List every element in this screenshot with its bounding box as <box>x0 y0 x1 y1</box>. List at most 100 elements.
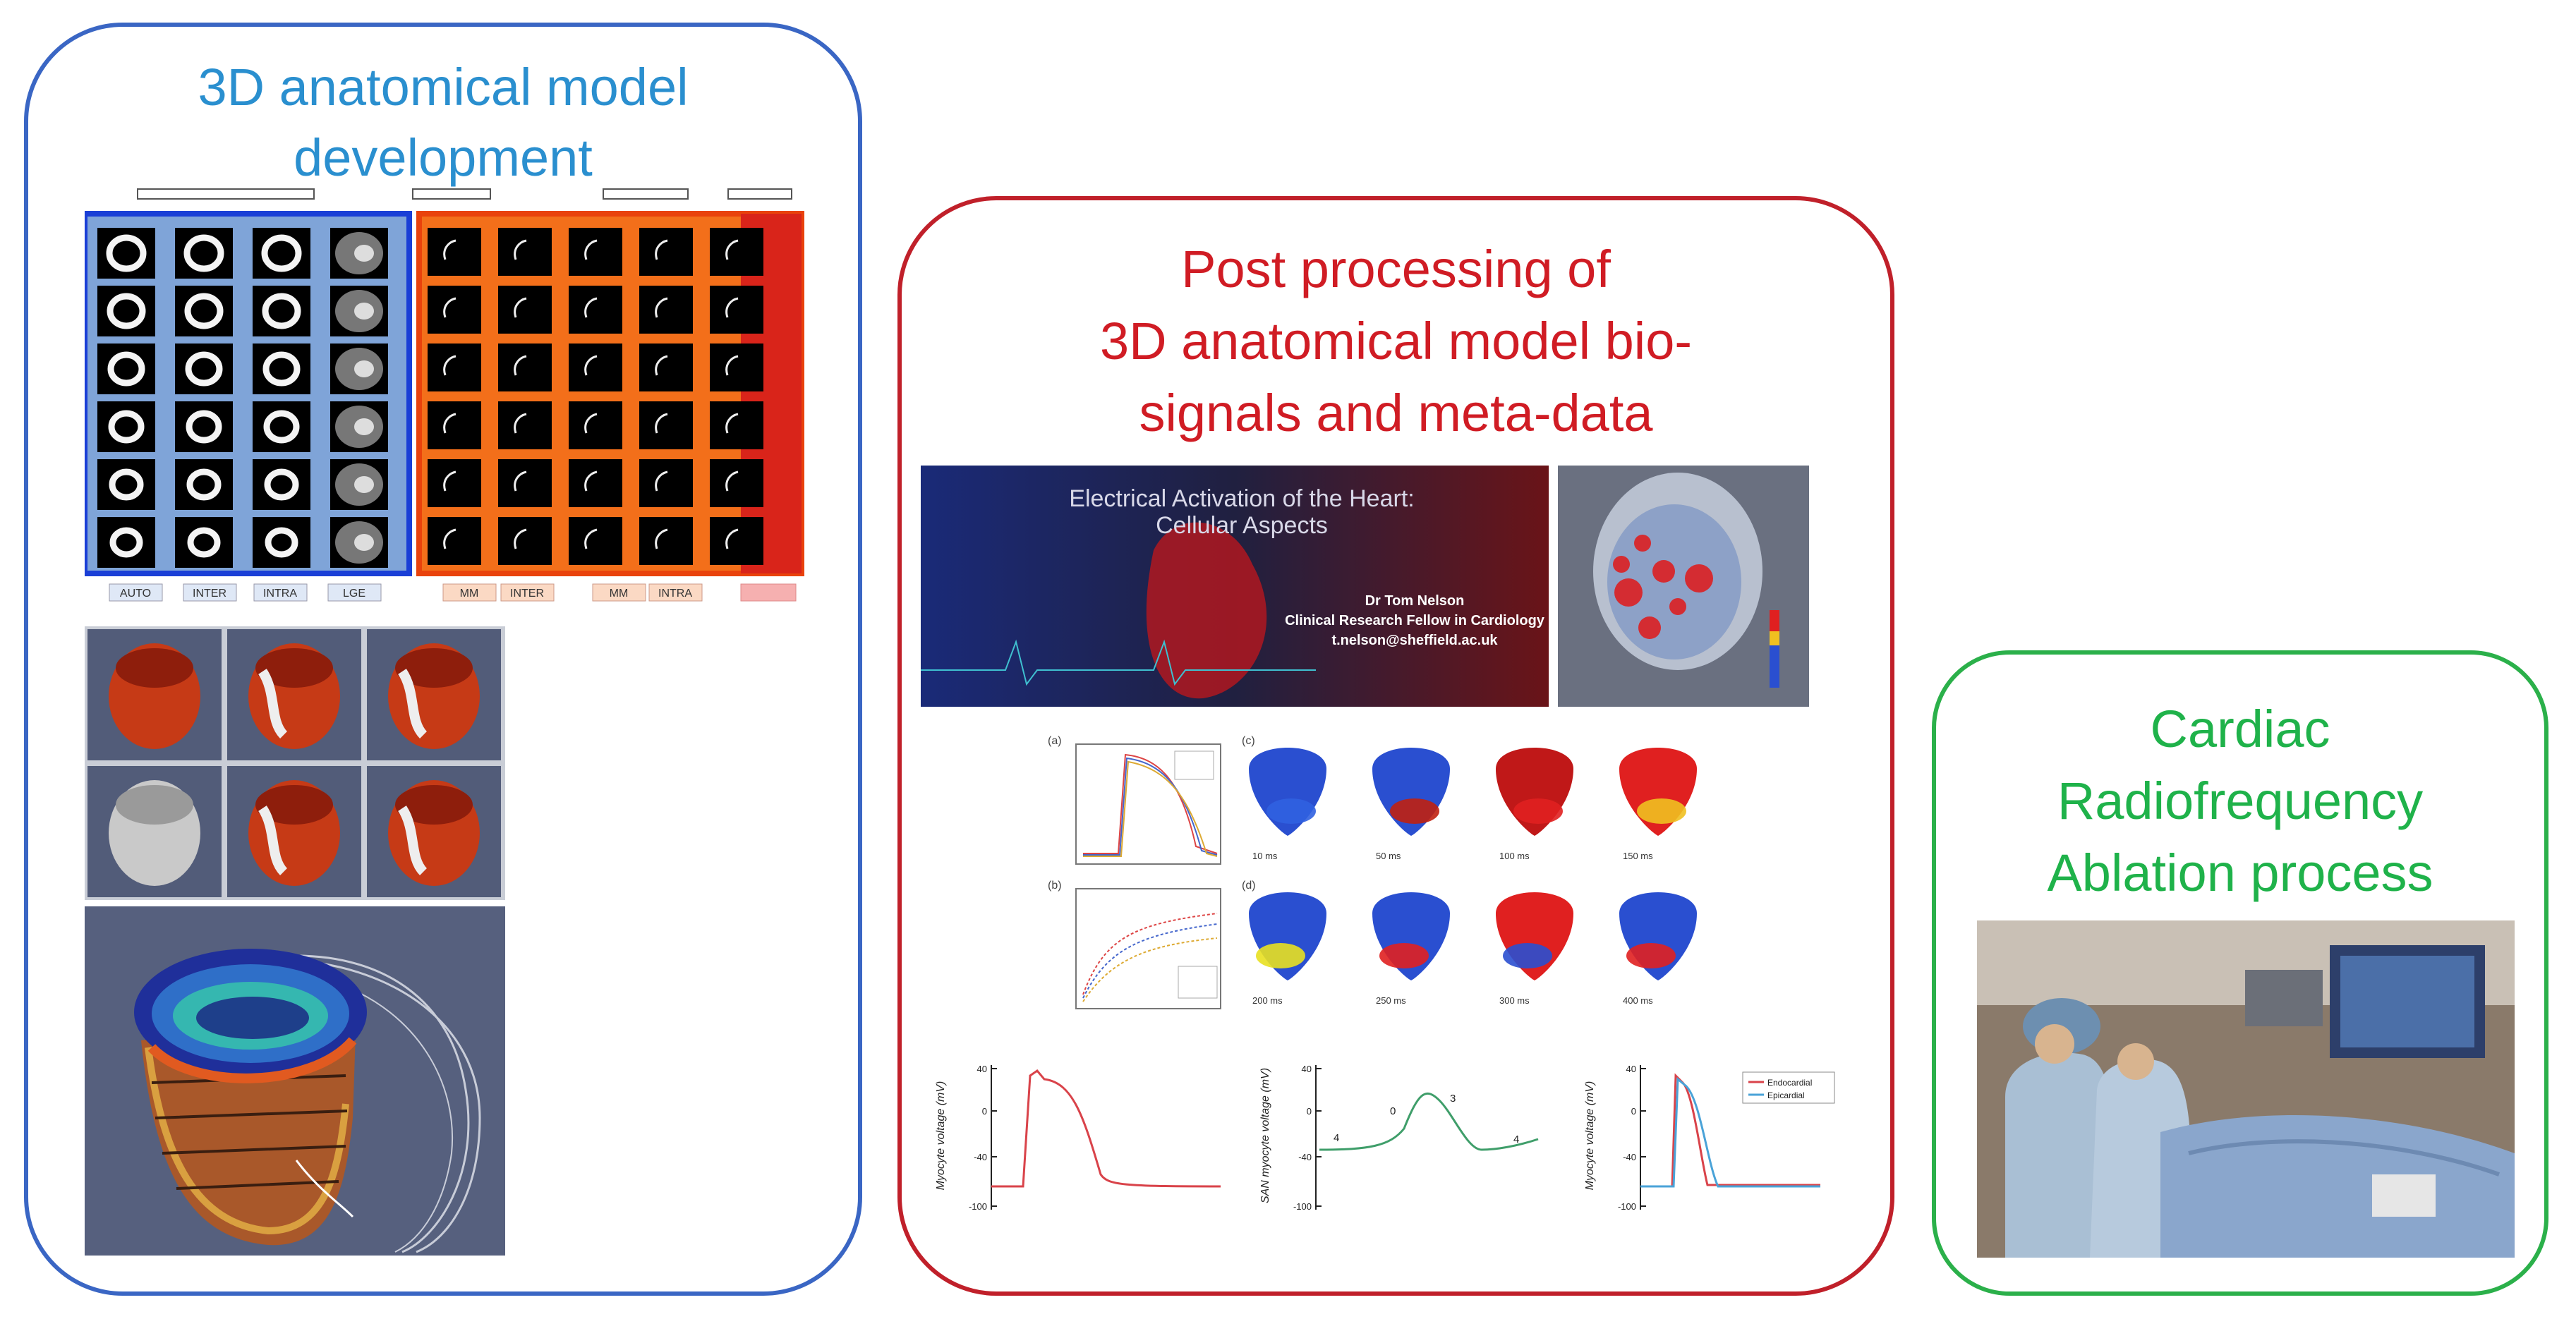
segmentation-cell <box>569 401 622 449</box>
segmentation-cell <box>569 344 622 391</box>
phase-label-3: 3 <box>1450 1093 1456 1105</box>
trace-tick-label: 40 <box>977 1064 987 1074</box>
mini-label-b: (b) <box>1048 880 1062 892</box>
panel-title-line1: 3D anatomical model <box>198 58 689 116</box>
mini-label-d: (d) <box>1242 880 1256 892</box>
heart-map-time-label: 200 ms <box>1252 995 1283 1006</box>
segmentation-cell <box>710 459 763 507</box>
slide-email: t.nelson@sheffield.ac.uk <box>1331 633 1498 648</box>
svg-text:AUTO: AUTO <box>120 588 151 600</box>
heart-map-time-label: 250 ms <box>1376 995 1406 1006</box>
trace3-ylabel: Myocyte voltage (mV) <box>1584 1081 1596 1191</box>
panel-title-line1: Post processing of <box>1181 240 1611 298</box>
svg-text:INTRA: INTRA <box>263 588 297 600</box>
heart-3d-model <box>85 906 505 1256</box>
grid-label-intra: INTRA <box>253 583 308 602</box>
grid-label-inter: INTER <box>183 583 237 602</box>
mri-slice-cell <box>175 401 233 452</box>
svg-text:INTRA: INTRA <box>658 588 692 600</box>
segmentation-cell <box>639 517 693 565</box>
heart-render-grid <box>85 626 505 900</box>
phase-label-2: 0 <box>1390 1105 1396 1117</box>
orange-grid-cells <box>428 228 763 565</box>
panel-title-line3: Ablation process <box>2047 844 2433 902</box>
trace-tick-label: 0 <box>1631 1106 1636 1117</box>
segmentation-cell <box>639 286 693 334</box>
segmentation-grids: AUTO INTER INTRA LGE MM INTER MM INTRA <box>85 188 804 602</box>
panel-title-line1: Cardiac <box>2150 700 2330 758</box>
segmentation-cell <box>639 401 693 449</box>
phase-label-1: 4 <box>1334 1132 1339 1144</box>
trace-tick-label: -40 <box>1298 1152 1312 1162</box>
mri-slice-cell <box>175 517 233 568</box>
heart-map-time-label: 50 ms <box>1376 851 1401 861</box>
mri-slice-cell <box>97 344 155 394</box>
svg-text:MM: MM <box>610 588 629 600</box>
grid-label-inter-2: INTER <box>500 583 555 602</box>
trace-tick-label: -40 <box>1623 1152 1636 1162</box>
grid-label-mm-2: MM <box>592 583 646 602</box>
slide-author: Dr Tom Nelson <box>1365 593 1465 609</box>
voltage-traces: Myocyte voltage (mV) 400-40-100 SAN myoc… <box>935 1064 1835 1212</box>
mri-slice-cell <box>175 344 233 394</box>
ablation-procedure-photo <box>1977 920 2515 1258</box>
trace1-ylabel: Myocyte voltage (mV) <box>935 1081 947 1191</box>
trace-tick-label: -40 <box>974 1152 987 1162</box>
segmentation-cell <box>428 517 481 565</box>
legend-epicardial: Epicardial <box>1767 1090 1805 1100</box>
segmentation-cell <box>710 401 763 449</box>
blue-grid-cells <box>97 228 388 568</box>
grid-label-lge: LGE <box>327 583 382 602</box>
trace-tick-label: -100 <box>1618 1201 1636 1212</box>
svg-text:INTER: INTER <box>193 588 226 600</box>
trace-tick-label: -100 <box>969 1201 987 1212</box>
heart-map-time-label: 100 ms <box>1499 851 1530 861</box>
mri-slice-cell <box>97 517 155 568</box>
phase-label-4: 4 <box>1513 1133 1519 1145</box>
trace-tick-label: 0 <box>1307 1106 1312 1117</box>
mri-slice-cell <box>253 401 310 452</box>
svg-text:INTER: INTER <box>510 588 544 600</box>
trace-tick-label: 40 <box>1302 1064 1312 1074</box>
segmentation-cell <box>498 344 552 391</box>
slide-title-line2: Cellular Aspects <box>1156 512 1328 539</box>
mini-label-c: (c) <box>1242 735 1255 747</box>
segmentation-cell <box>569 228 622 276</box>
grid-label-intra-2: INTRA <box>648 583 703 602</box>
trace-tick-label: 0 <box>982 1106 987 1117</box>
segmentation-cell <box>710 344 763 391</box>
slide-title-line1: Electrical Activation of the Heart: <box>1069 485 1414 512</box>
simulation-figure: (a) (b) (c) (d) 10 ms 50 ms 100 ms 150 ms 2… <box>1020 727 1824 1023</box>
svg-text:MM: MM <box>460 588 479 600</box>
mini-label-a: (a) <box>1048 735 1062 747</box>
segmentation-cell <box>639 228 693 276</box>
segmentation-cell <box>428 228 481 276</box>
mri-slice-cell <box>253 344 310 394</box>
panel-title-line2: Radiofrequency <box>2057 772 2424 830</box>
heart-map-time-label: 300 ms <box>1499 995 1530 1006</box>
segmentation-cell <box>639 459 693 507</box>
heart-map-time-label: 400 ms <box>1623 995 1653 1006</box>
svg-text:LGE: LGE <box>343 588 365 600</box>
mri-slice-cell <box>253 459 310 510</box>
mri-slice-cell <box>97 401 155 452</box>
segmentation-cell <box>710 517 763 565</box>
slide-role: Clinical Research Fellow in Cardiology <box>1285 613 1545 628</box>
segmentation-cell <box>498 401 552 449</box>
segmentation-cell <box>569 517 622 565</box>
grid-label-mm-1: MM <box>442 583 497 602</box>
segmentation-cell <box>639 344 693 391</box>
mri-slice-cell <box>97 459 155 510</box>
segmentation-cell <box>569 286 622 334</box>
segmentation-cell <box>569 459 622 507</box>
segmentation-cell <box>428 344 481 391</box>
segmentation-cell <box>498 459 552 507</box>
colored-mesh-render <box>1558 466 1809 707</box>
heart-map-time-label: 10 ms <box>1252 851 1278 861</box>
heart-map-time-label: 150 ms <box>1623 851 1653 861</box>
mri-slice-cell <box>253 517 310 568</box>
segmentation-cell <box>710 286 763 334</box>
panel-title-line2: development <box>294 128 593 187</box>
segmentation-cell <box>498 228 552 276</box>
segmentation-cell <box>428 286 481 334</box>
